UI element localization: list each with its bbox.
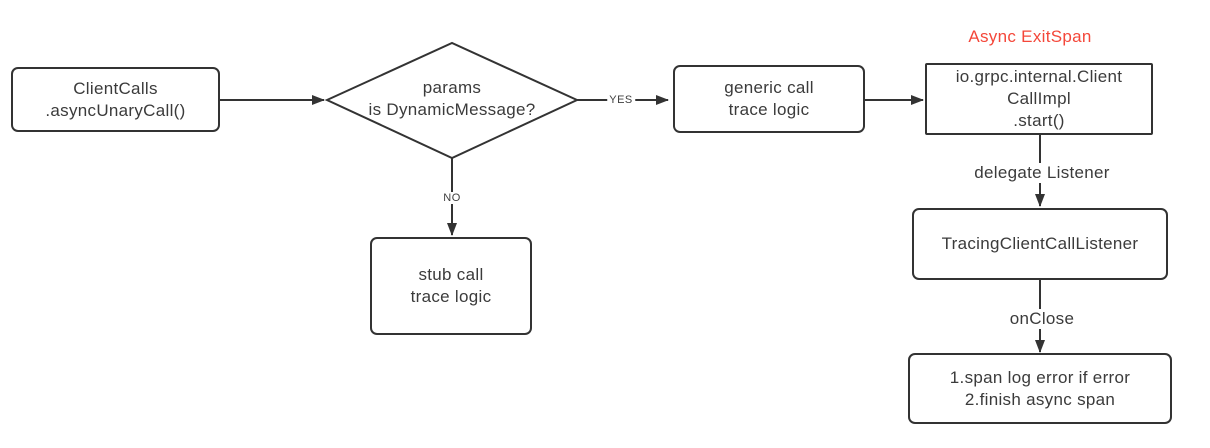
node-close-actions-line-1: 1.span log error if error: [949, 367, 1131, 387]
node-close-actions-line-2: 2.finish async span: [964, 389, 1116, 409]
node-stub-call-trace[interactable]: stub call trace logic: [370, 237, 532, 335]
node-tracing-client-call-listener[interactable]: TracingClientCallListener: [912, 208, 1168, 280]
node-client-calls-line-1: ClientCalls: [73, 78, 158, 98]
node-generic-call-trace[interactable]: generic call trace logic: [673, 65, 865, 133]
decision-label: params is DynamicMessage?: [369, 77, 536, 121]
node-client-call-impl-line-2: CallImpl: [1007, 89, 1071, 108]
edge-label-no: NO: [441, 192, 463, 204]
node-stub-call-line-1: stub call: [418, 265, 484, 284]
node-client-call-impl-line-1: io.grpc.internal.Client: [955, 67, 1123, 86]
node-client-calls[interactable]: ClientCalls .asyncUnaryCall(): [11, 67, 220, 132]
async-exitspan-label: Async ExitSpan: [968, 27, 1092, 46]
edge-label-yes: YES: [607, 94, 635, 106]
node-client-call-impl-line-3: .start(): [1013, 111, 1065, 130]
node-generic-call-line-1: generic call: [724, 78, 814, 97]
node-generic-call-line-2: trace logic: [728, 100, 810, 119]
decision-label-line-1: params: [422, 78, 482, 97]
node-client-call-impl[interactable]: io.grpc.internal.Client CallImpl .start(…: [925, 63, 1153, 135]
edge-label-onclose: onClose: [1006, 309, 1078, 329]
node-client-calls-line-2: .asyncUnaryCall(): [45, 100, 186, 120]
node-tracing-listener-label: TracingClientCallListener: [941, 234, 1139, 253]
node-close-actions[interactable]: 1.span log error if error 2.finish async…: [908, 353, 1172, 424]
decision-label-line-2: is DynamicMessage?: [368, 100, 536, 119]
edge-label-delegate-listener: delegate Listener: [971, 163, 1113, 183]
node-stub-call-line-2: trace logic: [410, 287, 492, 306]
